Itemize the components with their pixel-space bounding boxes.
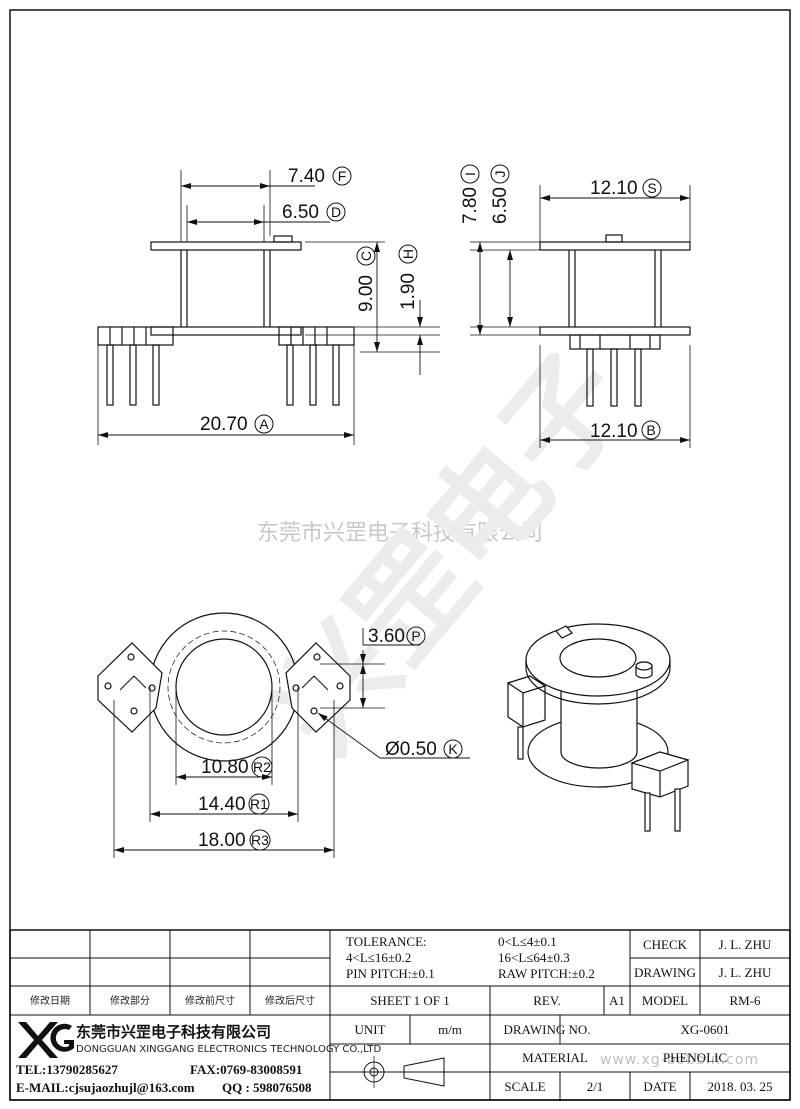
dim-i-letter: I <box>462 172 478 176</box>
dim-f-letter: F <box>338 168 347 184</box>
dim-h-letter: H <box>400 249 416 259</box>
company-logo-icon <box>18 1022 74 1058</box>
pin-pitch: PIN PITCH:±0.1 <box>346 966 435 981</box>
title-block <box>9 929 791 1101</box>
tolerance-label: TOLERANCE: <box>346 934 427 949</box>
raw-pitch: RAW PITCH:±0.2 <box>498 966 595 981</box>
dim-r3-letter: R3 <box>251 832 269 848</box>
front-view-labels: 7.40 F 6.50 D 20.70 A 9.00 C 1.90 H <box>200 166 419 435</box>
dim-c-letter: C <box>358 251 374 261</box>
rev-header-before: 修改前尺寸 <box>185 994 235 1007</box>
dim-r3-value: 18.00 <box>198 830 246 851</box>
dim-k-letter: K <box>448 741 458 757</box>
title-block-text: 修改日期 修改部分 修改前尺寸 修改后尺寸 TOLERANCE: 0<L≤4±0… <box>16 934 773 1095</box>
check-value: J. L. ZHU <box>719 937 772 952</box>
watermark-company: 东莞市兴罡电子科技有限公司 <box>257 521 543 546</box>
model-label: MODEL <box>642 993 688 1008</box>
dim-s-value: 12.10 <box>590 178 638 199</box>
check-label: CHECK <box>643 937 688 952</box>
dim-s-letter: S <box>647 180 656 196</box>
watermark-website: www.xg-bobbin.com <box>600 1052 759 1068</box>
top-view-labels: 3.60 P Ø0.50 K 10.80 R2 14.40 R1 18.00 R… <box>198 626 463 851</box>
dim-b-value: 12.10 <box>590 421 638 442</box>
dim-c-value: 9.00 <box>356 275 377 312</box>
dim-r2-letter: R2 <box>253 759 271 775</box>
dim-a-letter: A <box>259 416 269 432</box>
scale-value: 2/1 <box>587 1079 604 1094</box>
dim-d-value: 6.50 <box>282 202 319 223</box>
company-email: E-MAIL:cjsujaozhujl@163.com <box>16 1080 195 1095</box>
company-name-en: DONGGUAN XINGGANG ELECTRONICS TECHNOLOGY… <box>76 1044 381 1055</box>
drawing-no-label: DRAWING NO. <box>503 1022 590 1037</box>
dim-r1-letter: R1 <box>250 796 268 812</box>
rev-label: REV. <box>533 993 561 1008</box>
model-value: RM-6 <box>729 993 761 1008</box>
dim-a-value: 20.70 <box>200 414 248 435</box>
dim-h-value: 1.90 <box>398 273 419 310</box>
dim-p-letter: P <box>411 628 420 644</box>
tolerance-3: 16<L≤64±0.3 <box>498 950 570 965</box>
dim-d-letter: D <box>331 204 341 220</box>
company-fax: FAX:0769-83008591 <box>190 1062 302 1077</box>
dim-j-value: 6.50 <box>490 187 511 224</box>
rev-header-date: 修改日期 <box>30 994 70 1007</box>
rev-header-after: 修改后尺寸 <box>265 994 315 1007</box>
dim-i-value: 7.80 <box>460 187 481 224</box>
side-view-labels: 12.10 S 12.10 B 7.80 I 6.50 J <box>460 164 662 442</box>
date-value: 2018. 03. 25 <box>708 1079 773 1094</box>
company-qq: QQ : 598076508 <box>222 1080 312 1095</box>
side-view <box>470 185 691 448</box>
date-label: DATE <box>643 1079 676 1094</box>
rev-value: A1 <box>609 993 625 1008</box>
company-tel: TEL:13790285627 <box>16 1062 118 1077</box>
material-value: PHENOLIC <box>663 1050 727 1065</box>
dim-b-letter: B <box>646 422 655 438</box>
dim-j-letter: J <box>492 171 508 178</box>
tolerance-1: 0<L≤4±0.1 <box>498 934 557 949</box>
material-label: MATERIAL <box>522 1050 588 1065</box>
scale-label: SCALE <box>504 1079 545 1094</box>
company-name-cn: 东莞市兴罡电子科技有限公司 <box>76 1023 271 1041</box>
dim-p-value: 3.60 <box>368 626 405 647</box>
drawing-label: DRAWING <box>634 965 696 980</box>
dim-k-value: Ø0.50 <box>385 739 437 760</box>
dim-r2-value: 10.80 <box>201 757 249 778</box>
unit-label: UNIT <box>354 1022 385 1037</box>
front-view <box>97 170 440 445</box>
rev-header-part: 修改部分 <box>110 994 150 1007</box>
dim-r1-value: 14.40 <box>198 794 246 815</box>
dim-f-value: 7.40 <box>288 166 325 187</box>
tolerance-2: 4<L≤16±0.2 <box>346 950 411 965</box>
drawing-value: J. L. ZHU <box>719 965 772 980</box>
unit-value: m/m <box>438 1022 462 1037</box>
drawing-no-value: XG-0601 <box>680 1022 729 1037</box>
sheet-number: SHEET 1 OF 1 <box>370 993 450 1008</box>
isometric-view <box>506 623 690 832</box>
